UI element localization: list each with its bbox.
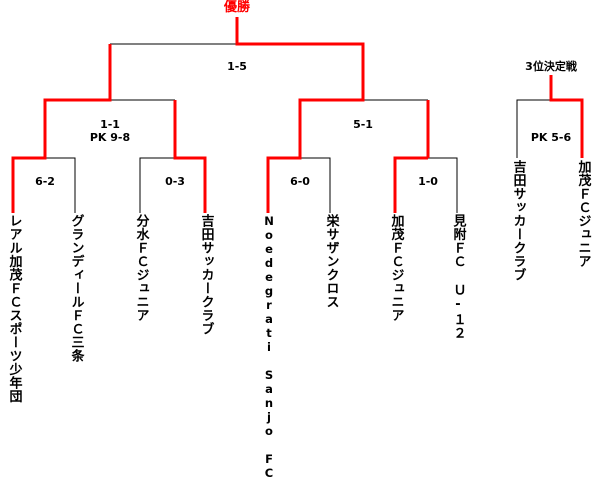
team-name: 見附ＦＣ Ｕ-１２ [450,214,466,340]
third-place-score: PK 5-6 [530,131,572,144]
semi-right-score: 5-1 [353,118,373,131]
final-score: 1-5 [227,60,247,73]
semi-left-pk: PK 9-8 [89,131,131,144]
champion-title: 優勝 [223,0,251,15]
team-name: 加茂ＦＣジュニア [575,160,591,268]
team-name: 分水ＦＣジュニア [133,214,149,322]
team-name: レアル加茂ＦＣスポーツ少年団 [6,214,22,403]
quarter-score: 0-3 [165,175,185,188]
team-name: 吉田サッカークラブ [510,160,526,282]
team-name: 加茂ＦＣジュニア [388,214,404,322]
qf3-line [300,157,331,213]
third-winner-path [549,75,584,158]
team-name: グランディールＦＣ三条 [68,214,84,363]
team-name: 吉田サッカークラブ [198,214,214,336]
team-name: Noedegrati Sanjo FC [262,214,276,480]
qf4-line [428,157,458,213]
team-name: 栄サザンクロス [323,214,339,309]
qf4-winner-path [393,156,428,213]
quarter-score: 1-0 [418,175,438,188]
qf1-line [45,157,76,213]
champion-path [235,17,365,213]
quarter-score: 6-2 [35,175,55,188]
third-place-title: 3位決定戦 [525,60,577,73]
semi-left-score: 1-1 [100,118,120,131]
qf2-winner-path [173,100,207,213]
third-line-left [516,99,551,158]
qf2-line [139,157,175,213]
semi-left-winner-path [11,44,112,213]
quarter-score: 6-0 [290,175,310,188]
